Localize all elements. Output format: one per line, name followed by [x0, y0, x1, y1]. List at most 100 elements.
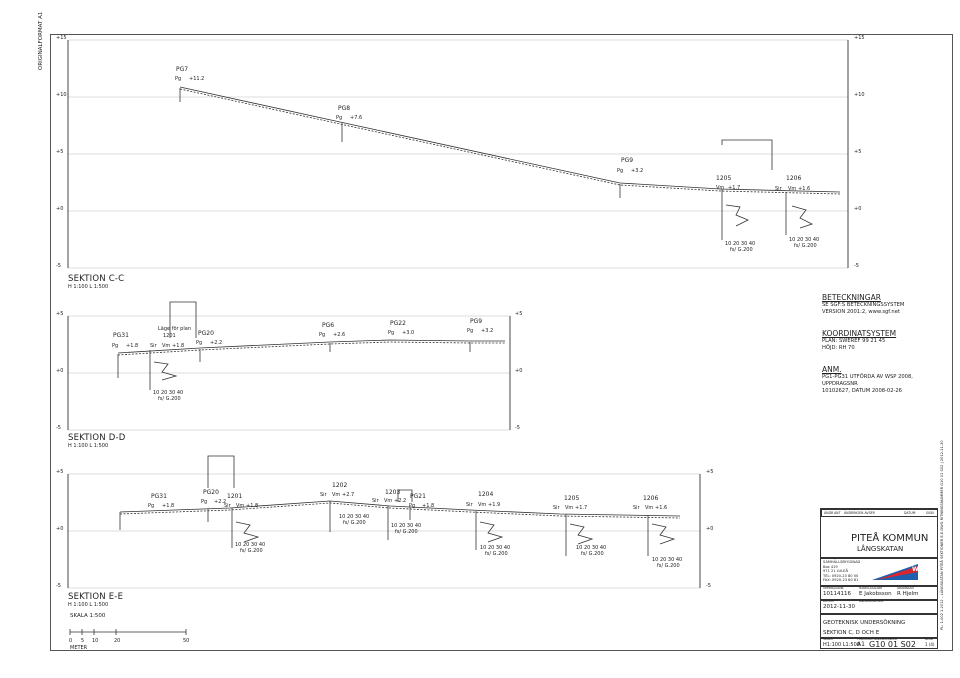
axis-label: +10 — [56, 92, 67, 98]
level-tag: +7.6 — [350, 115, 363, 121]
axis-label: +0 — [56, 206, 64, 212]
sir-tag: Sir — [150, 343, 157, 349]
drawing-title-2: SEKTION C, D OCH E — [823, 630, 880, 636]
rev-header: SIGN — [926, 511, 934, 515]
level-tag: +2.7 — [342, 492, 355, 498]
level-tag: +1.9 — [488, 502, 501, 508]
vm-tag: Vm — [478, 502, 487, 508]
drawing-title-1: GEOTEKNISK UNDERSÖKNING — [823, 620, 906, 626]
point-pg8: PG8 — [338, 105, 351, 112]
axis-label: +5 — [56, 311, 64, 317]
axis-label: -5 — [56, 425, 61, 431]
point-pg21: PG21 — [410, 493, 426, 500]
probe-scale: 10 20 30 40 — [789, 237, 820, 243]
probe-unit: fs/ G.200 — [657, 563, 680, 569]
section-scale-ee: H 1:100 L 1:500 — [68, 602, 109, 608]
axis-label: +15 — [56, 35, 67, 41]
title-block: ÄNDR ANT ÄNDRINGEN AVSER DATUM SIGN PITE… — [820, 508, 938, 649]
probe-scale: 10 20 30 40 — [725, 241, 756, 247]
wsp-logo-mark — [872, 564, 918, 580]
probe-scale: 10 20 30 40 — [339, 514, 370, 520]
axis-label: +10 — [854, 92, 865, 98]
level-tag: +3.2 — [631, 168, 644, 174]
vm-tag: Vm — [384, 498, 393, 504]
axis-label: +0 — [56, 368, 64, 374]
probe-unit: fs/ G.200 — [581, 551, 604, 557]
level-tag: +2.2 — [394, 498, 407, 504]
format-label-tb: FORMAT — [857, 637, 870, 641]
ritningsnr-label: RITNINGSNUMMER — [869, 637, 898, 641]
axis-label: +0 — [56, 526, 64, 532]
level-tag: +3.0 — [402, 330, 415, 336]
sir-tag: Sir — [633, 505, 640, 511]
axis-label: -5 — [56, 263, 61, 269]
sir-tag: Sir — [372, 498, 379, 504]
axis-label: +5 — [56, 469, 64, 475]
probe-scale: 10 20 30 40 — [480, 545, 511, 551]
handlaggare-label: HANDLÄGGARE — [859, 586, 883, 590]
level-tag: +11.2 — [189, 76, 205, 82]
beteckningar-heading: BETECKNINGAR — [822, 293, 881, 302]
level-tag: +2.2 — [210, 340, 223, 346]
probe-unit: fs/ G.200 — [730, 247, 753, 253]
section-scale-dd: H 1:100 L 1:500 — [68, 443, 109, 449]
section-title-cc: SEKTION C-C — [68, 274, 125, 284]
andrad-label: ÄNDRAD/BESKR. — [859, 599, 884, 603]
axis-label: +5 — [706, 469, 714, 475]
pg-tag: Pg — [112, 343, 119, 349]
level-tag: +1.8 — [422, 503, 435, 509]
anm-line: PG1-PG31 UTFÖRDA AV WSP 2008, UPPDRAGSNR — [822, 374, 913, 387]
vm-tag: Vm — [788, 186, 797, 192]
skala-label: SKALA — [823, 637, 833, 641]
probe-unit: fs/ G.200 — [485, 551, 508, 557]
probe-unit: fs/ G.200 — [158, 396, 181, 402]
level-tag: +1.6 — [798, 186, 811, 192]
axis-label: -5 — [515, 425, 520, 431]
point-pg31: PG31 — [113, 332, 129, 339]
scale-tick: 50 — [183, 638, 190, 644]
point-pg9: PG9 — [470, 318, 483, 325]
koordinatsystem-heading: KOORDINATSYSTEM — [822, 329, 897, 338]
point-1201: 1201 — [227, 493, 243, 500]
vm-tag: Vm — [565, 505, 574, 511]
probe-scale: 10 20 30 40 — [235, 542, 266, 548]
pg-tag: Pg — [336, 115, 343, 121]
pg-tag: Pg — [201, 499, 208, 505]
scale-tick: 5 — [81, 638, 85, 644]
uppdragsnr-label: UPPDRAGSNR — [823, 586, 844, 590]
koordinatsystem-line: PLAN: SWEREF 99 21 45 — [822, 338, 886, 344]
point-1203: 1203 — [385, 489, 401, 496]
sir-tag: Sir — [224, 503, 231, 509]
sir-tag: Sir — [553, 505, 560, 511]
vm-tag: Vm — [236, 503, 245, 509]
vm-tag: Vm — [332, 492, 341, 498]
probe-scale: 10 20 30 40 — [652, 557, 683, 563]
rev-header: ÄNDR — [824, 511, 834, 515]
vm-tag: Vm — [162, 343, 171, 349]
axis-label: +0 — [854, 206, 862, 212]
uppdragsnr-value: 10114116 — [823, 591, 851, 597]
probe-scale: 10 20 30 40 — [153, 390, 184, 396]
wsp-logo-text: WSP — [912, 566, 928, 573]
point-1206: 1206 — [643, 495, 659, 502]
point-pg20: PG20 — [198, 330, 214, 337]
client-name: PITEÅ KOMMUN — [851, 533, 929, 544]
level-tag: +1.7 — [575, 505, 588, 511]
point-pg6: PG6 — [322, 322, 335, 329]
point-1204: 1204 — [478, 491, 494, 498]
level-tag: +1.8 — [246, 503, 259, 509]
axis-label: +5 — [56, 149, 64, 155]
pg-tag: Pg — [319, 332, 326, 338]
anm-heading: ANM. — [822, 365, 842, 374]
skala-value: H1:100 L1:500 — [823, 642, 860, 648]
rev-header: ANT — [834, 511, 841, 515]
vm-tag: Vm — [716, 185, 725, 191]
axis-label: +15 — [854, 35, 865, 41]
pg-tag: Pg — [467, 328, 474, 334]
level-tag: +2.2 — [214, 499, 227, 505]
axis-label: +5 — [515, 311, 523, 317]
pg-tag: Pg — [617, 168, 624, 174]
sheet-side-note: PL: 1-002 1.2012 – LÄNGSKATAN PITEÅ SEKT… — [940, 440, 944, 630]
level-tag: +1.8 — [172, 343, 185, 349]
probe-scale: 10 20 30 40 — [576, 545, 607, 551]
